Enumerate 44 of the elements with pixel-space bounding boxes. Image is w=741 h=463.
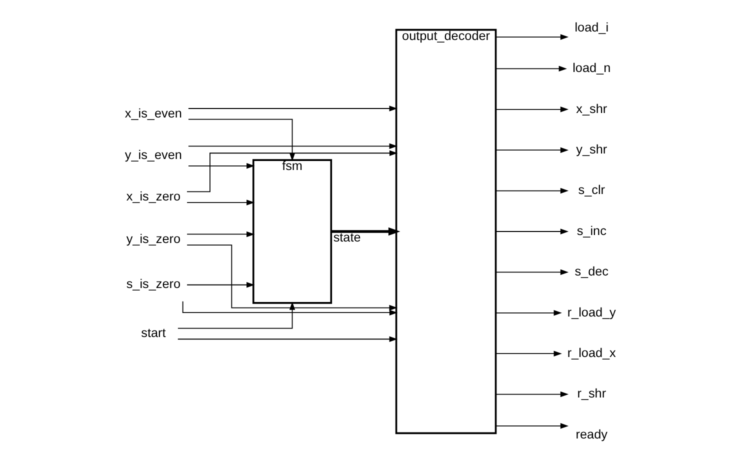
arrow <box>496 228 569 234</box>
node-text: x_shr <box>576 102 608 116</box>
node-text: s_inc <box>576 224 606 238</box>
arrow <box>186 200 255 206</box>
node-text: load_n <box>572 61 611 76</box>
arrow <box>177 336 398 342</box>
node-text: s_clr <box>578 183 605 198</box>
arrow <box>188 143 398 150</box>
arrow <box>496 269 569 276</box>
arrow <box>496 310 562 316</box>
arrow <box>496 423 569 429</box>
node-text: ready <box>576 427 608 442</box>
node-text: y_is_zero <box>126 232 181 246</box>
arrow <box>496 188 569 194</box>
node-text: s_dec <box>574 264 609 279</box>
arrow <box>188 106 398 112</box>
node-text: r_load_y <box>567 305 616 320</box>
arrow <box>177 302 296 329</box>
arrow <box>496 106 569 112</box>
edge-label: state <box>333 230 361 245</box>
node-box: fsm <box>252 159 332 304</box>
node-text: x_is_even <box>124 106 182 120</box>
arrow <box>186 231 255 238</box>
arrow <box>496 391 569 398</box>
arrow <box>182 300 398 316</box>
arrow <box>186 282 255 288</box>
node-text: r_shr <box>577 386 606 401</box>
arrow <box>496 147 569 153</box>
node-text: y_shr <box>576 142 608 156</box>
node-text: x_is_zero <box>126 189 181 204</box>
arrow <box>186 150 398 192</box>
arrow <box>496 66 567 72</box>
arrow <box>496 34 569 40</box>
arrow <box>188 163 255 169</box>
arrow <box>186 244 398 311</box>
arrow <box>496 350 562 356</box>
node-text: load_i <box>574 20 609 34</box>
node-text: s_is_zero <box>126 277 181 292</box>
node-text: start <box>141 326 166 340</box>
node-text: r_load_x <box>567 346 616 360</box>
arrow <box>331 227 400 236</box>
arrow <box>188 118 296 162</box>
node-text: y_is_even <box>124 148 182 162</box>
node-box: output_decoder <box>395 28 497 434</box>
